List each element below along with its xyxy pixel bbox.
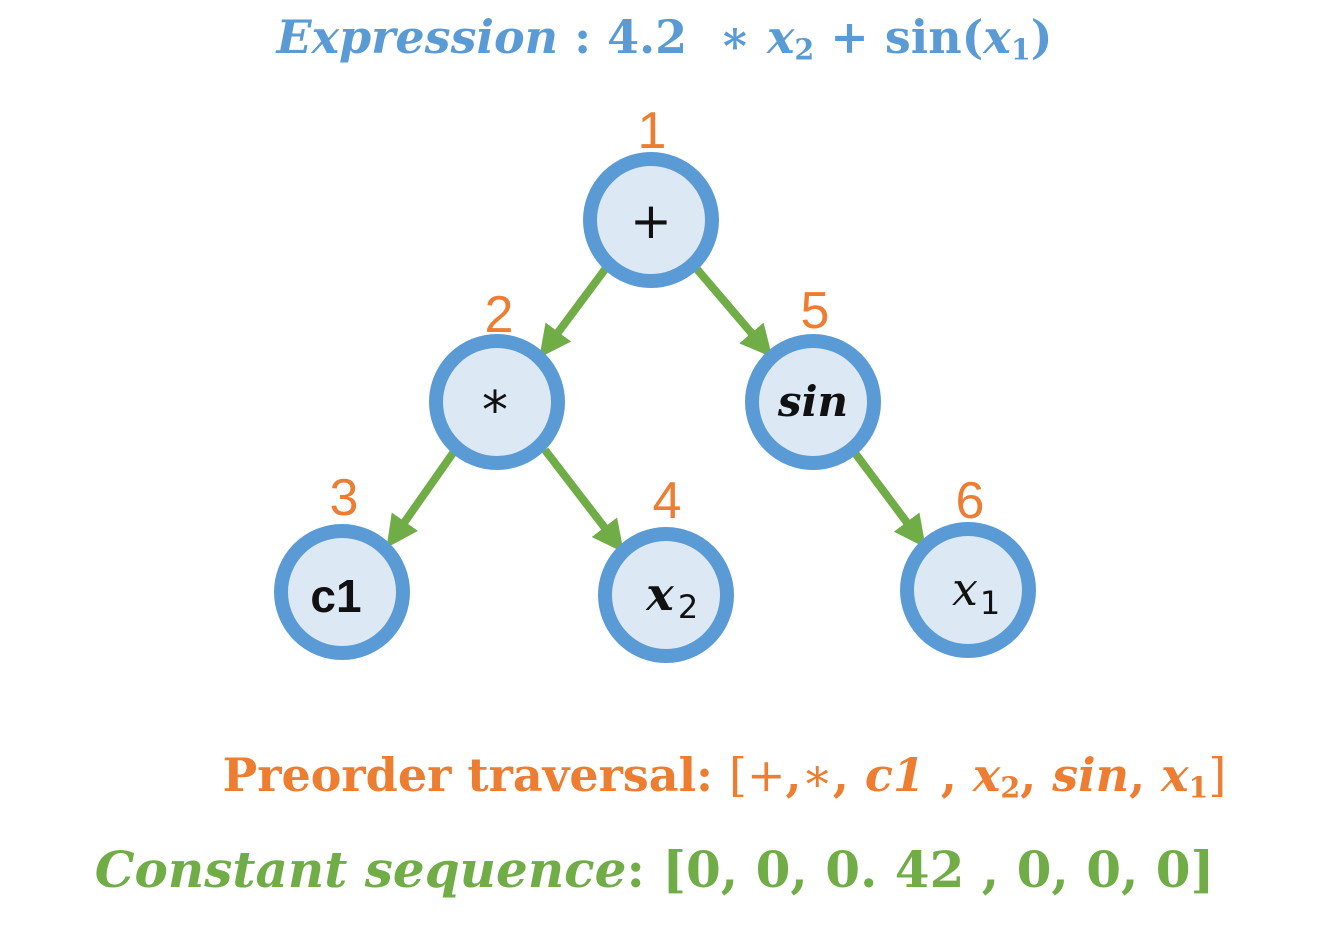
tree-node-sin: sin 5 [745,282,881,470]
expression-separator: : [574,10,592,64]
node-mul-symbol: * [482,381,508,441]
constant-sequence-label: Constant sequence [94,840,627,899]
preorder-close-bracket: ] [1208,748,1227,802]
node-c1-symbol: c1 [310,570,361,622]
constant-sequence-values: [0, 0, 0. 42 , 0, 0, 0] [662,840,1215,899]
expression-title: Expression : 4.2 ∗ x2 + sin(x1) [0,10,1329,66]
order-label-5: 5 [801,282,830,340]
preorder-item-plus: + [747,748,786,802]
edge-mul-to-x2 [541,447,624,553]
preorder-item-x2: x [972,748,1001,802]
preorder-item-mul: ∗ [801,748,833,802]
tree-edges [386,265,926,553]
order-label-4: 4 [653,472,682,530]
expression-mul-op: ∗ [719,10,751,64]
expression-sin-close: ) [1030,10,1053,64]
node-sin-symbol: sin [777,377,848,426]
order-label-6: 6 [956,472,985,530]
constant-sequence: Constant sequence: [0, 0, 0. 42 , 0, 0, … [0,840,1319,899]
preorder-item-c1: c1 [864,748,925,802]
tree-node-mul: * 2 [429,286,565,470]
preorder-item-x2-sub: 2 [1000,770,1021,805]
expression-plus-op: + [830,10,869,64]
expression-var-x1-sub: 1 [1010,32,1031,67]
node-x2-subscript: 2 [678,588,698,626]
tree-node-plus: + 1 [583,102,719,288]
preorder-label: Preorder traversal: [222,748,714,802]
preorder-item-x1: x [1161,748,1189,802]
expression-var-x1: x [983,10,1011,64]
expression-var-x2-sub: 2 [794,32,815,67]
edge-mul-to-c1 [386,450,457,548]
tree-node-x1: x 1 6 [900,472,1036,658]
order-label-2: 2 [485,286,514,344]
preorder-traversal: Preorder traversal: [+,∗, c1 , x2, sin, … [222,748,1227,805]
edge-plus-to-mul [539,265,610,358]
tree-node-x2: x 2 4 [598,472,734,663]
expression-sin-open: sin( [884,10,984,64]
constant-sequence-separator: : [626,840,645,899]
node-x2-symbol: x [645,567,674,621]
preorder-item-x1-sub: 1 [1188,770,1209,805]
preorder-item-sin: sin [1052,748,1130,802]
node-x1-symbol: x [952,562,978,616]
preorder-open-bracket: [ [729,748,747,802]
edge-plus-to-sin [692,265,773,358]
node-x1-subscript: 1 [980,584,1000,622]
order-label-3: 3 [330,469,359,527]
tree-node-c1: c1 3 [274,469,410,660]
edge-sin-to-x1 [851,450,926,548]
expression-label: Expression [276,10,559,64]
expression-constant: 4.2 [607,10,688,64]
expression-var-x2: x [766,10,795,64]
order-label-1: 1 [638,102,667,160]
node-plus-symbol: + [630,192,672,250]
